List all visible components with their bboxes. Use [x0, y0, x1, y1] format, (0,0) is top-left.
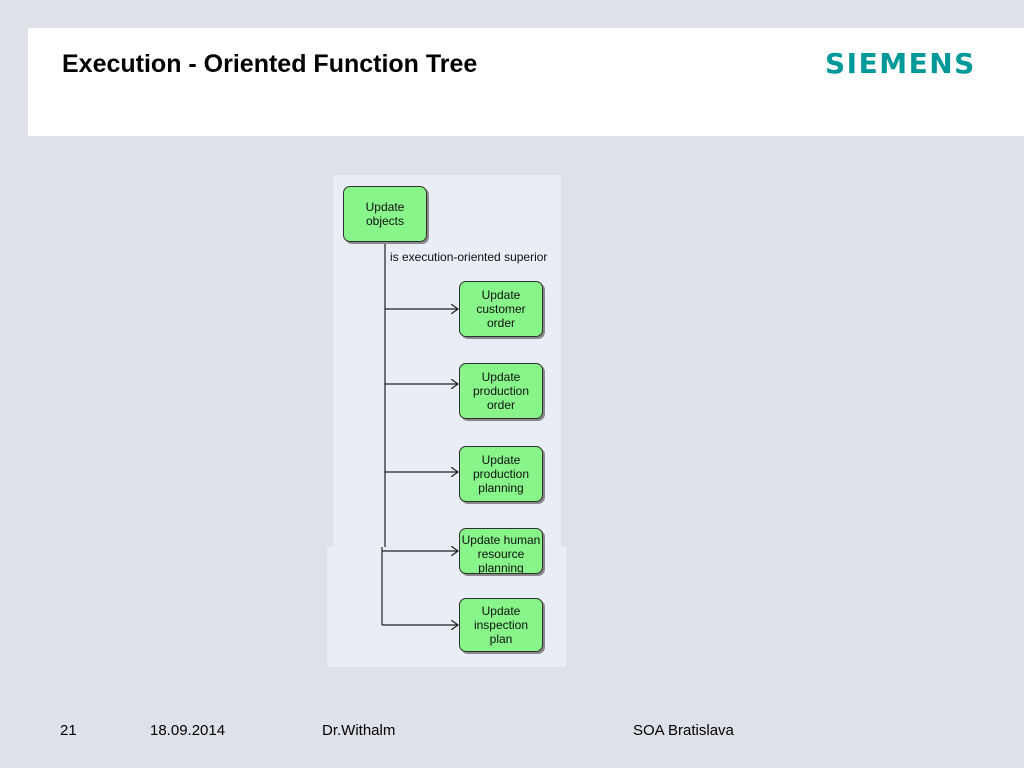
footer-page-number: 21: [60, 722, 77, 739]
node-update-production-planning: Update production planning: [459, 446, 543, 502]
slide-title: Execution - Oriented Function Tree: [62, 50, 478, 78]
footer-author: Dr.Withalm: [322, 722, 396, 739]
node-update-production-order: Update production order: [459, 363, 543, 419]
footer-event: SOA Bratislava: [633, 722, 734, 739]
node-update-inspection-plan: Update inspection plan: [459, 598, 543, 652]
node-update-customer-order: Update customer order: [459, 281, 543, 337]
header-band: [28, 28, 1024, 136]
relation-label: is execution-oriented superior: [390, 250, 548, 264]
siemens-logo: SIEMENS: [825, 47, 976, 80]
footer-date: 18.09.2014: [150, 722, 226, 739]
node-update-objects: Update objects: [343, 186, 427, 242]
node-update-human-resource-planning: Update human resource planning: [459, 528, 543, 574]
